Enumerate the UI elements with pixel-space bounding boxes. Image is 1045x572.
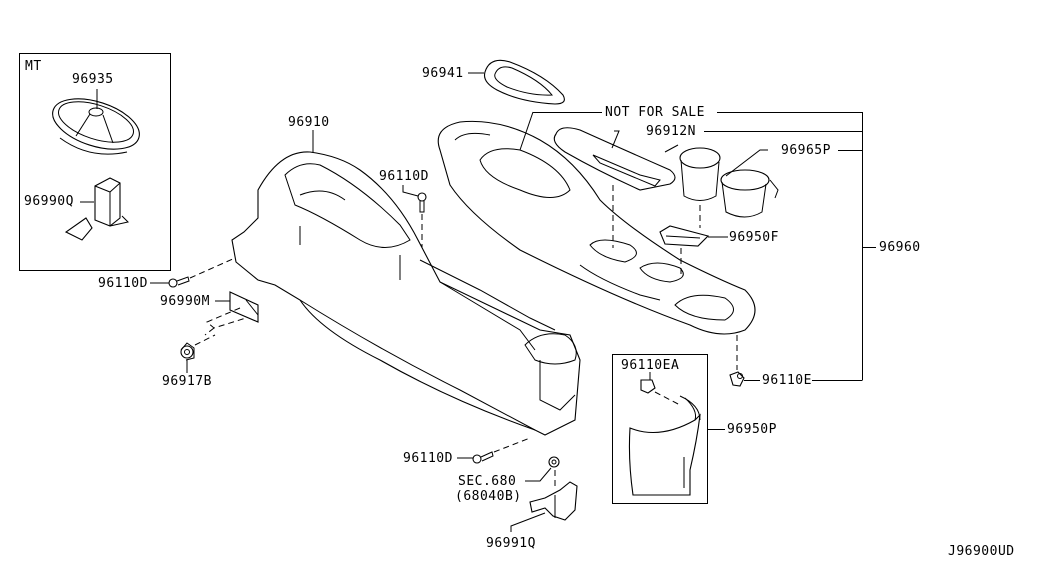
part-screw-96110d-left[interactable] — [168, 276, 190, 288]
part-label-96110d-left[interactable]: 96110D — [98, 276, 148, 291]
part-label-96110d-top[interactable]: 96110D — [379, 169, 429, 184]
part-label-96917b[interactable]: 96917B — [162, 374, 212, 389]
dashed-line-96990m — [204, 307, 247, 336]
part-label-96960[interactable]: 96960 — [879, 240, 921, 255]
leader-96912n — [611, 130, 620, 149]
part-label-96990m[interactable]: 96990M — [160, 294, 210, 309]
part-clip-96917b[interactable] — [180, 342, 195, 361]
part-label-96950p[interactable]: 96950P — [727, 422, 777, 437]
part-shift-boot-96935[interactable] — [46, 89, 145, 159]
mt-label: MT — [25, 59, 42, 74]
part-nut-sec680[interactable] — [548, 456, 560, 468]
part-label-96110e[interactable]: 96110E — [762, 373, 812, 388]
part-tray-96950f[interactable] — [659, 225, 710, 247]
part-label-96110ea[interactable]: 96110EA — [621, 358, 680, 373]
part-trim-96912n[interactable] — [553, 127, 676, 191]
part-label-96910[interactable]: 96910 — [288, 115, 330, 130]
part-clip-96110e[interactable] — [729, 371, 745, 387]
part-cover-96950p[interactable] — [628, 395, 701, 496]
sec680-label[interactable]: SEC.680 — [458, 474, 517, 489]
part-screw-96110d-bottom[interactable] — [472, 451, 494, 464]
leader-96965p — [725, 149, 768, 177]
part-clip-96110ea[interactable] — [640, 379, 656, 394]
mt-inset-box — [19, 53, 171, 271]
part-bracket-96991q[interactable] — [529, 481, 578, 521]
part-label-96965p[interactable]: 96965P — [781, 143, 831, 158]
dashed-line-96110d-left — [189, 257, 236, 279]
leader-96991q — [510, 512, 546, 532]
part-console-96910[interactable] — [231, 151, 581, 436]
not-for-sale-label: NOT FOR SALE — [605, 105, 705, 120]
part-label-96941[interactable]: 96941 — [422, 66, 464, 81]
leader-96110d-top — [402, 185, 419, 197]
part-label-96950f[interactable]: 96950F — [729, 230, 779, 245]
part-label-96935[interactable]: 96935 — [72, 72, 114, 87]
dashed-line-96110ea — [654, 391, 681, 406]
sec680-ref-label: (68040B) — [455, 489, 522, 504]
part-bracket-96990q[interactable] — [64, 177, 129, 241]
part-bezel-96941[interactable] — [483, 59, 565, 105]
part-label-96990q[interactable]: 96990Q — [24, 194, 74, 209]
leader-sec680 — [525, 467, 552, 482]
diagram-code: J96900UD — [948, 544, 1015, 559]
dashed-line-96110d-bottom — [493, 437, 531, 453]
part-label-96912n[interactable]: 96912N — [646, 124, 696, 139]
part-label-96991q[interactable]: 96991Q — [486, 536, 536, 551]
part-cupholder-96965p[interactable] — [664, 144, 779, 218]
part-bracket-96990m[interactable] — [229, 291, 259, 323]
part-finisher-96960[interactable] — [437, 120, 756, 335]
leader-not-for-sale — [519, 111, 534, 151]
part-screw-96110d-top[interactable] — [417, 192, 427, 213]
inset-box-96950p — [612, 354, 708, 504]
dashed-line-96917b — [194, 334, 216, 346]
part-label-96110d-bottom[interactable]: 96110D — [403, 451, 453, 466]
